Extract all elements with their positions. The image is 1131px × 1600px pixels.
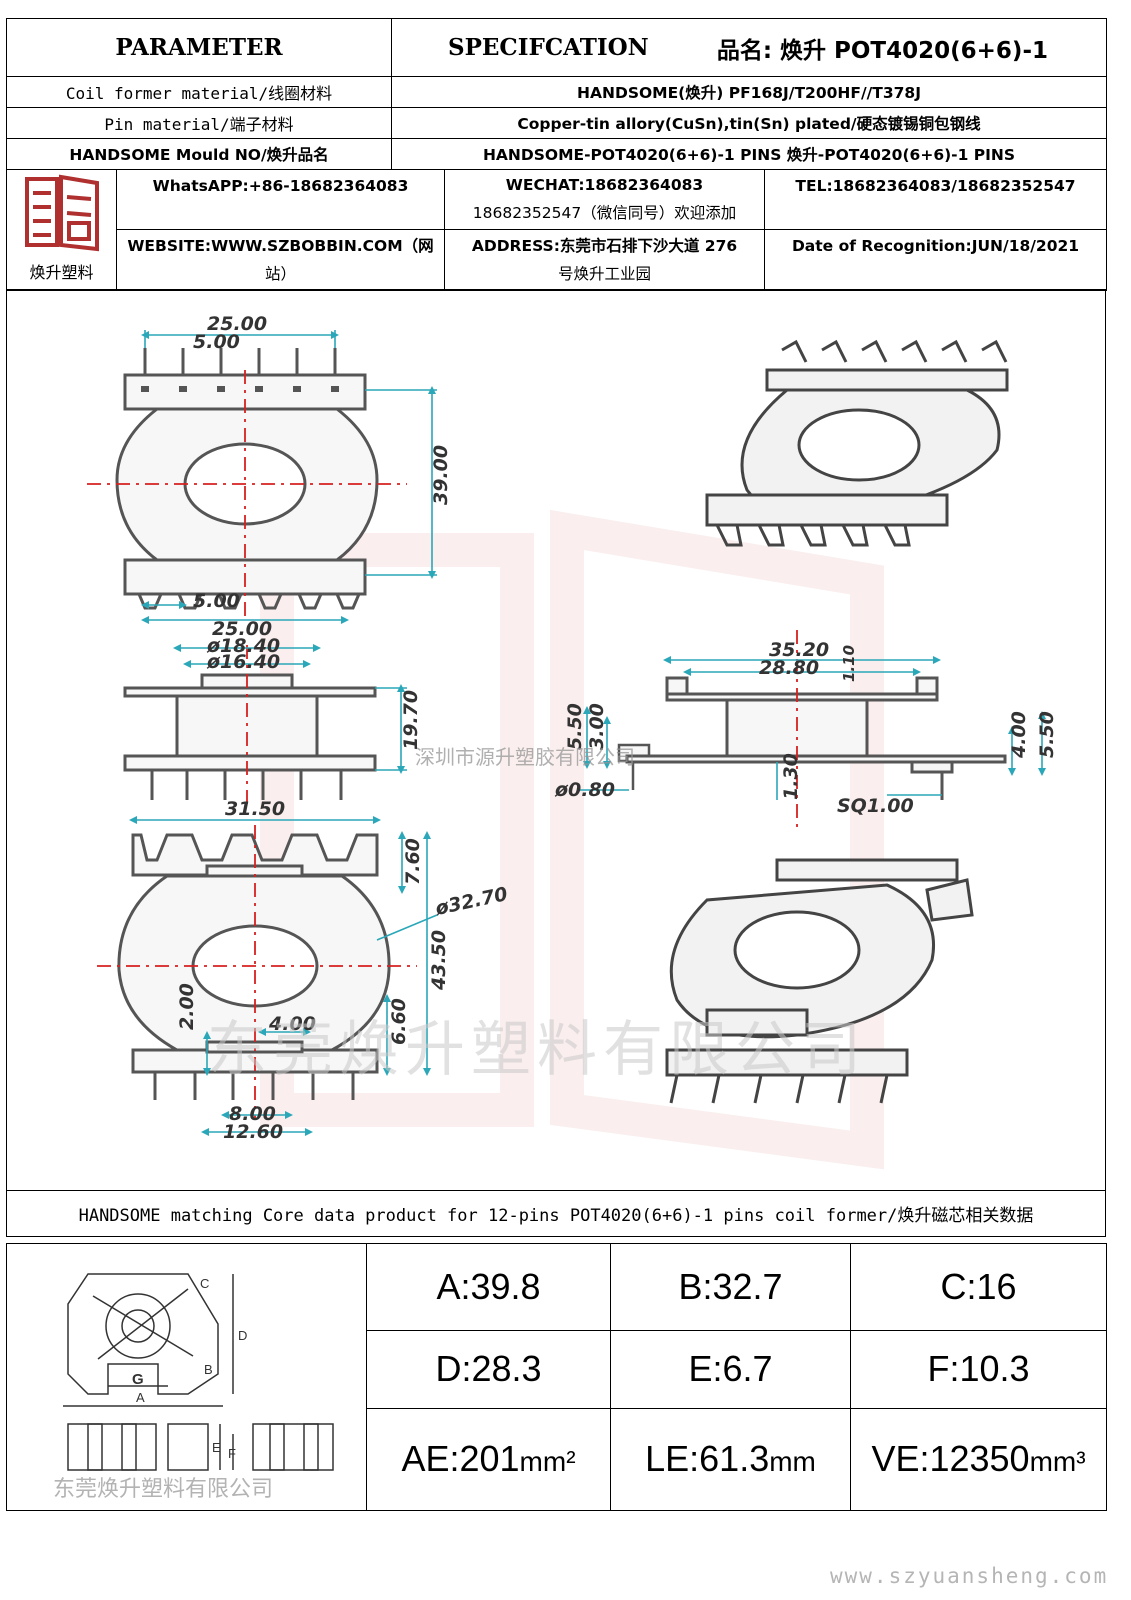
svg-text:35.20: 35.20 bbox=[769, 639, 829, 661]
end-view bbox=[625, 676, 1007, 800]
svg-text:F: F bbox=[228, 1446, 236, 1461]
core-diagram-svg: C D B G A E F 东莞焕升塑料有限公司 bbox=[53, 1272, 334, 1502]
mould-no-value: HANDSOME-POT4020(6+6)-1 PINS 焕升-POT4020(… bbox=[391, 138, 1107, 170]
pin-material-label: Pin material/端子材料 bbox=[6, 107, 392, 139]
product-name: 品名: 焕升 POT4020(6+6)-1 bbox=[716, 37, 1048, 64]
svg-text:28.80: 28.80 bbox=[759, 657, 819, 679]
whatsapp: WhatsAPP:+86-18682364083 bbox=[116, 168, 445, 230]
svg-text:G: G bbox=[132, 1371, 144, 1388]
bottom-view-dims bbox=[129, 816, 438, 1136]
parameter-header: PARAMETER bbox=[6, 18, 392, 77]
svg-text:25.00: 25.00 bbox=[212, 618, 272, 640]
svg-text:43.50: 43.50 bbox=[428, 930, 450, 991]
end-view-dim-labels: 35.20 28.80 1.10 1.30 4.00 5.50 SQ1.00 bbox=[759, 639, 1058, 817]
core-c: C:16 bbox=[850, 1242, 1107, 1332]
svg-text:ø32.70: ø32.70 bbox=[432, 883, 509, 920]
drawing-table: 25.00 5.00 39.00 5.00 25.00 bbox=[6, 289, 1106, 1191]
svg-text:1.10: 1.10 bbox=[840, 645, 858, 682]
svg-text:A: A bbox=[136, 1390, 145, 1405]
svg-text:19.70: 19.70 bbox=[400, 690, 422, 750]
bottom-view-dim-labels: 31.50 7.60 ø32.70 43.50 2.00 4.00 6.60 8… bbox=[176, 798, 510, 1143]
spec-table: PARAMETER SPECIFCATION 品名: 焕升 POT4020(6+… bbox=[6, 18, 1107, 170]
core-b: B:32.7 bbox=[610, 1242, 851, 1332]
svg-text:5.00: 5.00 bbox=[193, 590, 240, 612]
watermark-logo-icon bbox=[260, 509, 884, 1170]
isometric-top bbox=[705, 339, 1009, 547]
coil-material-label: Coil former material/线圈材料 bbox=[6, 76, 392, 108]
svg-text:5.50: 5.50 bbox=[564, 703, 586, 750]
svg-text:D: D bbox=[238, 1328, 247, 1343]
svg-text:12.60: 12.60 bbox=[223, 1121, 283, 1143]
svg-text:B: B bbox=[204, 1362, 213, 1377]
svg-text:5.00: 5.00 bbox=[193, 331, 240, 353]
svg-text:C: C bbox=[200, 1276, 209, 1291]
logo-text: 焕升塑料 bbox=[29, 262, 94, 282]
core-data-title: HANDSOME matching Core data product for … bbox=[6, 1189, 1106, 1237]
drawing-canvas: 25.00 5.00 39.00 5.00 25.00 bbox=[87, 313, 1058, 1170]
pin-material-value: Copper-tin allory(CuSn),tin(Sn) plated/硬… bbox=[391, 107, 1107, 139]
svg-text:1.30: 1.30 bbox=[780, 753, 802, 800]
telephone: TEL:18682364083/18682352547 bbox=[764, 168, 1107, 230]
svg-text:39.00: 39.00 bbox=[430, 445, 452, 505]
svg-text:3.00: 3.00 bbox=[586, 703, 608, 750]
website: WEBSITE:WWW.SZBOBBIN.COM（网站） bbox=[116, 229, 445, 291]
core-le: LE:61.3mm bbox=[610, 1407, 851, 1511]
side-view bbox=[123, 673, 377, 800]
svg-text:E: E bbox=[212, 1440, 221, 1455]
watermark-center: 深圳市源升塑胶有限公司 bbox=[415, 745, 635, 769]
svg-text:ø0.80: ø0.80 bbox=[554, 779, 615, 801]
technical-drawing: 25.00 5.00 39.00 5.00 25.00 bbox=[6, 289, 1106, 1191]
logo-cell: 焕升塑料 bbox=[6, 168, 117, 291]
coil-material-value: HANDSOME(焕升) PF168J/T200HF//T378J bbox=[391, 76, 1107, 108]
core-data-table: C D B G A E F 东莞焕升塑料有限公司 A:39.8 B:32.7 C… bbox=[6, 1242, 1107, 1511]
core-d: D:28.3 bbox=[366, 1330, 611, 1409]
svg-text:8.00: 8.00 bbox=[229, 1103, 276, 1125]
isometric-bottom bbox=[665, 858, 974, 1104]
svg-text:25.00: 25.00 bbox=[207, 313, 267, 335]
svg-text:2.00: 2.00 bbox=[176, 983, 198, 1030]
specification-label: SPECIFCATION bbox=[448, 34, 649, 61]
contact-table: 焕升塑料 WhatsAPP:+86-18682364083 WECHAT:186… bbox=[6, 168, 1107, 291]
svg-text:7.60: 7.60 bbox=[402, 838, 424, 885]
core-title-table: HANDSOME matching Core data product for … bbox=[6, 1189, 1106, 1237]
top-view-centerlines bbox=[87, 370, 407, 620]
watermark-small: 东莞焕升塑料有限公司 bbox=[53, 1477, 273, 1502]
core-f: F:10.3 bbox=[850, 1330, 1107, 1409]
svg-text:4.00: 4.00 bbox=[268, 1013, 316, 1035]
core-ae: AE:201mm² bbox=[366, 1407, 611, 1511]
spec-sheet: PARAMETER SPECIFCATION 品名: 焕升 POT4020(6+… bbox=[6, 18, 1107, 1511]
specification-header: SPECIFCATION 品名: 焕升 POT4020(6+6)-1 bbox=[391, 18, 1107, 77]
top-view-dim-labels: 25.00 5.00 39.00 5.00 25.00 bbox=[193, 313, 452, 640]
svg-text:6.60: 6.60 bbox=[388, 998, 410, 1045]
svg-text:4.00: 4.00 bbox=[1008, 711, 1030, 759]
mould-no-label: HANDSOME Mould NO/焕升品名 bbox=[6, 138, 392, 170]
side-view-dim-labels: ø18.40 ø16.40 19.70 bbox=[206, 635, 422, 750]
core-ve: VE:12350mm³ bbox=[850, 1407, 1107, 1511]
core-a: A:39.8 bbox=[366, 1242, 611, 1332]
svg-text:ø16.40: ø16.40 bbox=[206, 651, 280, 673]
company-logo-icon bbox=[24, 174, 99, 251]
svg-text:SQ1.00: SQ1.00 bbox=[837, 795, 914, 817]
svg-text:ø18.40: ø18.40 bbox=[206, 635, 280, 657]
date-of-recognition: Date of Recognition:JUN/18/2021 bbox=[764, 229, 1107, 291]
svg-text:5.50: 5.50 bbox=[1036, 711, 1058, 758]
core-e: E:6.7 bbox=[610, 1330, 851, 1409]
core-diagram: C D B G A E F 东莞焕升塑料有限公司 bbox=[6, 1242, 367, 1511]
top-view bbox=[115, 348, 379, 610]
svg-text:31.50: 31.50 bbox=[225, 798, 285, 820]
watermark-big: 东莞焕升塑料有限公司 bbox=[207, 1015, 867, 1085]
watermark-url: www.szyuansheng.com bbox=[830, 1564, 1109, 1588]
side-view-dims bbox=[173, 644, 407, 774]
top-view-dims bbox=[141, 330, 437, 624]
end-view-dims bbox=[663, 656, 1046, 800]
